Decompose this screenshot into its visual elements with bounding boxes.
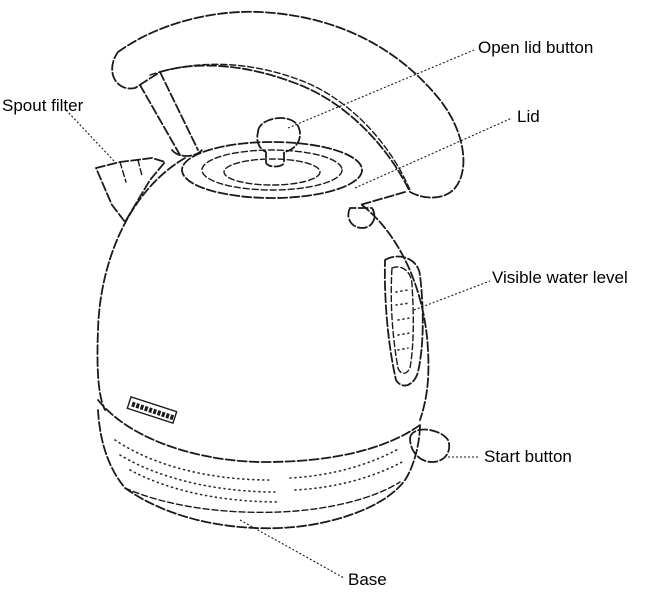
handle-outer xyxy=(111,10,465,199)
leader-open-lid-button xyxy=(287,49,475,129)
handle-stem-left xyxy=(139,71,203,157)
leader-lid xyxy=(354,117,513,189)
start-switch xyxy=(409,428,451,463)
base-bottom-rim xyxy=(124,481,401,514)
brand-plate-fill xyxy=(131,401,175,421)
handle-joint-right xyxy=(347,191,406,229)
lid-inner xyxy=(223,158,321,186)
body-band-top xyxy=(97,399,421,463)
label-visible-water-level: Visible water level xyxy=(492,268,628,287)
label-base: Base xyxy=(348,570,387,589)
label-lid: Lid xyxy=(517,107,540,126)
leader-spout-filter xyxy=(65,109,116,163)
brand-plate xyxy=(126,395,178,425)
lid-knob xyxy=(256,117,301,168)
leader-visible-water-level xyxy=(413,280,491,311)
label-spout-filter: Spout filter xyxy=(2,96,84,115)
spout-edge xyxy=(119,159,143,183)
base-texture xyxy=(114,439,403,503)
lid-outer xyxy=(181,141,363,199)
water-window-outer xyxy=(383,255,424,387)
lid-middle xyxy=(201,149,343,191)
water-window-inner xyxy=(390,266,415,374)
handle-inner xyxy=(149,63,411,191)
leader-base xyxy=(239,519,345,579)
base-outer xyxy=(97,409,421,530)
kettle-body xyxy=(96,157,430,421)
water-window-marks xyxy=(395,289,411,351)
label-start-button: Start button xyxy=(484,447,572,466)
label-open-lid-button: Open lid button xyxy=(478,38,594,57)
spout xyxy=(95,157,166,223)
